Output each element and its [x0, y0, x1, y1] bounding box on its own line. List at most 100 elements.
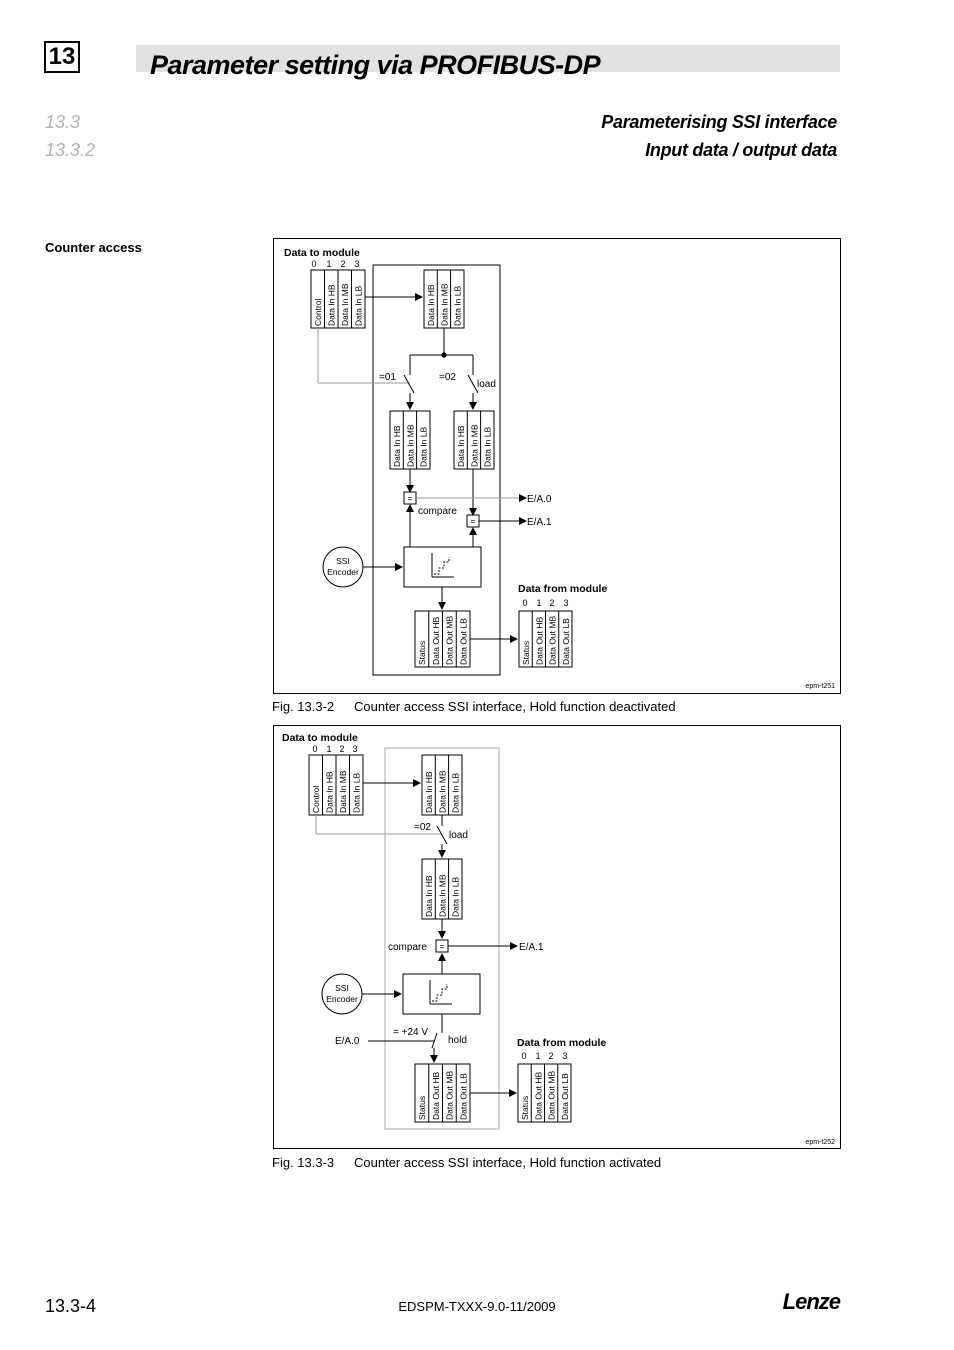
- ea0-label: E/A.0: [335, 1036, 360, 1047]
- subsection-number: 13.3.2: [45, 140, 96, 160]
- reg2-mb: Data In MB: [469, 424, 479, 467]
- out-index-3: 3: [562, 1051, 567, 1061]
- heading-data-from-module: Data from module: [517, 1037, 606, 1049]
- switch-hold: [431, 1032, 438, 1049]
- output-table: [517, 1063, 572, 1123]
- field-data-in-hb: Data In HB: [325, 771, 335, 813]
- brand-logo: Lenze: [782, 1289, 841, 1314]
- ea1-label: E/A.1: [527, 517, 552, 528]
- figure-2-caption-text: Counter access SSI interface, Hold funct…: [354, 1155, 662, 1170]
- int-out-lb: Data Out LB: [458, 618, 468, 665]
- out-mb: Data Out MB: [547, 1071, 557, 1120]
- int-out-mb: Data Out MB: [445, 616, 455, 665]
- figure-code: epm-t252: [805, 1139, 835, 1146]
- encoder-label-1: SSI: [336, 556, 350, 566]
- reg1-lb: Data In LB: [451, 877, 461, 917]
- side-label: Counter access: [45, 240, 142, 255]
- encoder-label-1: SSI: [335, 983, 349, 993]
- int-out-hb: Data Out HB: [431, 616, 441, 665]
- switch-load: [436, 825, 448, 845]
- encoder-label-2: Encoder: [327, 567, 359, 577]
- reg1-lb: Data In LB: [419, 427, 429, 467]
- reg1-hb: Data In HB: [392, 425, 402, 467]
- counter-block: [403, 546, 482, 588]
- figure-1-caption-text: Counter access SSI interface, Hold funct…: [354, 699, 676, 714]
- field-control: Control: [311, 785, 321, 813]
- field-data-in-mb: Data In MB: [340, 283, 350, 326]
- page-title: Parameter setting via PROFIBUS-DP: [150, 50, 601, 80]
- index-0: 0: [312, 744, 317, 754]
- int-out-status: Status: [417, 1096, 427, 1120]
- out-index-2: 2: [548, 1051, 553, 1061]
- field-data-in-lb: Data In LB: [352, 773, 362, 813]
- output-table: [518, 610, 573, 668]
- out-lb: Data Out LB: [560, 1073, 570, 1120]
- section-title: Parameterising SSI interface: [601, 112, 837, 132]
- field-data-in-mb: Data In MB: [338, 770, 348, 813]
- switch-02-label: =02: [414, 822, 431, 833]
- field-data-in-hb: Data In HB: [327, 284, 337, 326]
- figure-2: Data to module 0 1 2 3 Control Data In H…: [273, 725, 841, 1149]
- compare-label: compare: [388, 942, 427, 953]
- field-data-in-lb: Data In LB: [354, 286, 364, 326]
- reg1-hb: Data In HB: [424, 875, 434, 917]
- figure-code: epm-t251: [805, 683, 835, 690]
- reg1-mb: Data In MB: [437, 874, 447, 917]
- module-frame: [372, 264, 501, 676]
- module-frame: [384, 747, 500, 1130]
- out-index-1: 1: [536, 598, 541, 608]
- counter-graph: [429, 980, 452, 1005]
- figure-1: Data to module 0 1 2 3 Control Data In H…: [273, 238, 841, 694]
- out-index-0: 0: [521, 1051, 526, 1061]
- heading-data-from-module: Data from module: [518, 583, 607, 595]
- reg-top-hb: Data In HB: [426, 284, 436, 326]
- out-mb: Data Out MB: [548, 616, 558, 665]
- reg-top-lb: Data In LB: [451, 773, 461, 813]
- eq-1: =: [440, 942, 445, 951]
- index-3: 3: [354, 259, 359, 269]
- ea0-label: E/A.0: [527, 494, 552, 505]
- reg-top-mb: Data In MB: [437, 770, 447, 813]
- reg-top-hb: Data In HB: [424, 771, 434, 813]
- eq-1: =: [408, 494, 413, 503]
- out-lb: Data Out LB: [561, 618, 571, 665]
- load-label: load: [477, 379, 496, 390]
- field-control: Control: [313, 298, 323, 326]
- int-out-lb: Data Out LB: [458, 1073, 468, 1120]
- junction-dot: [441, 352, 447, 358]
- out-index-3: 3: [563, 598, 568, 608]
- heading-data-to-module: Data to module: [284, 247, 360, 259]
- index-1: 1: [326, 259, 331, 269]
- compare-label: compare: [418, 506, 457, 517]
- out-hb: Data Out HB: [534, 616, 544, 665]
- reg-top-mb: Data In MB: [439, 283, 449, 326]
- reg2-lb: Data In LB: [483, 427, 493, 467]
- hold-label: hold: [448, 1035, 467, 1046]
- reg-top-lb: Data In LB: [453, 286, 463, 326]
- int-out-mb: Data Out MB: [445, 1071, 455, 1120]
- v24-label: = +24 V: [393, 1027, 428, 1038]
- index-0: 0: [311, 259, 316, 269]
- switch-01: [403, 374, 415, 394]
- title-bar: [136, 45, 840, 72]
- figure-1-diagram: [310, 264, 573, 676]
- out-index-0: 0: [522, 598, 527, 608]
- document-id: EDSPM-TXXX-9.0-11/2009: [398, 1299, 556, 1314]
- out-index-2: 2: [549, 598, 554, 608]
- out-hb: Data Out HB: [533, 1071, 543, 1120]
- reg2-hb: Data In HB: [456, 425, 466, 467]
- input-table: [310, 269, 366, 329]
- counter-block: [402, 973, 481, 1015]
- encoder-label-2: Encoder: [326, 994, 358, 1004]
- index-3: 3: [352, 744, 357, 754]
- out-index-1: 1: [535, 1051, 540, 1061]
- switch-01-label: =01: [379, 372, 396, 383]
- subsection-title: Input data / output data: [645, 140, 837, 160]
- int-out-hb: Data Out HB: [431, 1071, 441, 1120]
- section-number: 13.3: [45, 112, 81, 132]
- heading-data-to-module: Data to module: [282, 732, 358, 744]
- int-out-status: Status: [417, 641, 427, 665]
- index-2: 2: [339, 744, 344, 754]
- eq-2: =: [471, 517, 476, 526]
- reg1-mb: Data In MB: [405, 424, 415, 467]
